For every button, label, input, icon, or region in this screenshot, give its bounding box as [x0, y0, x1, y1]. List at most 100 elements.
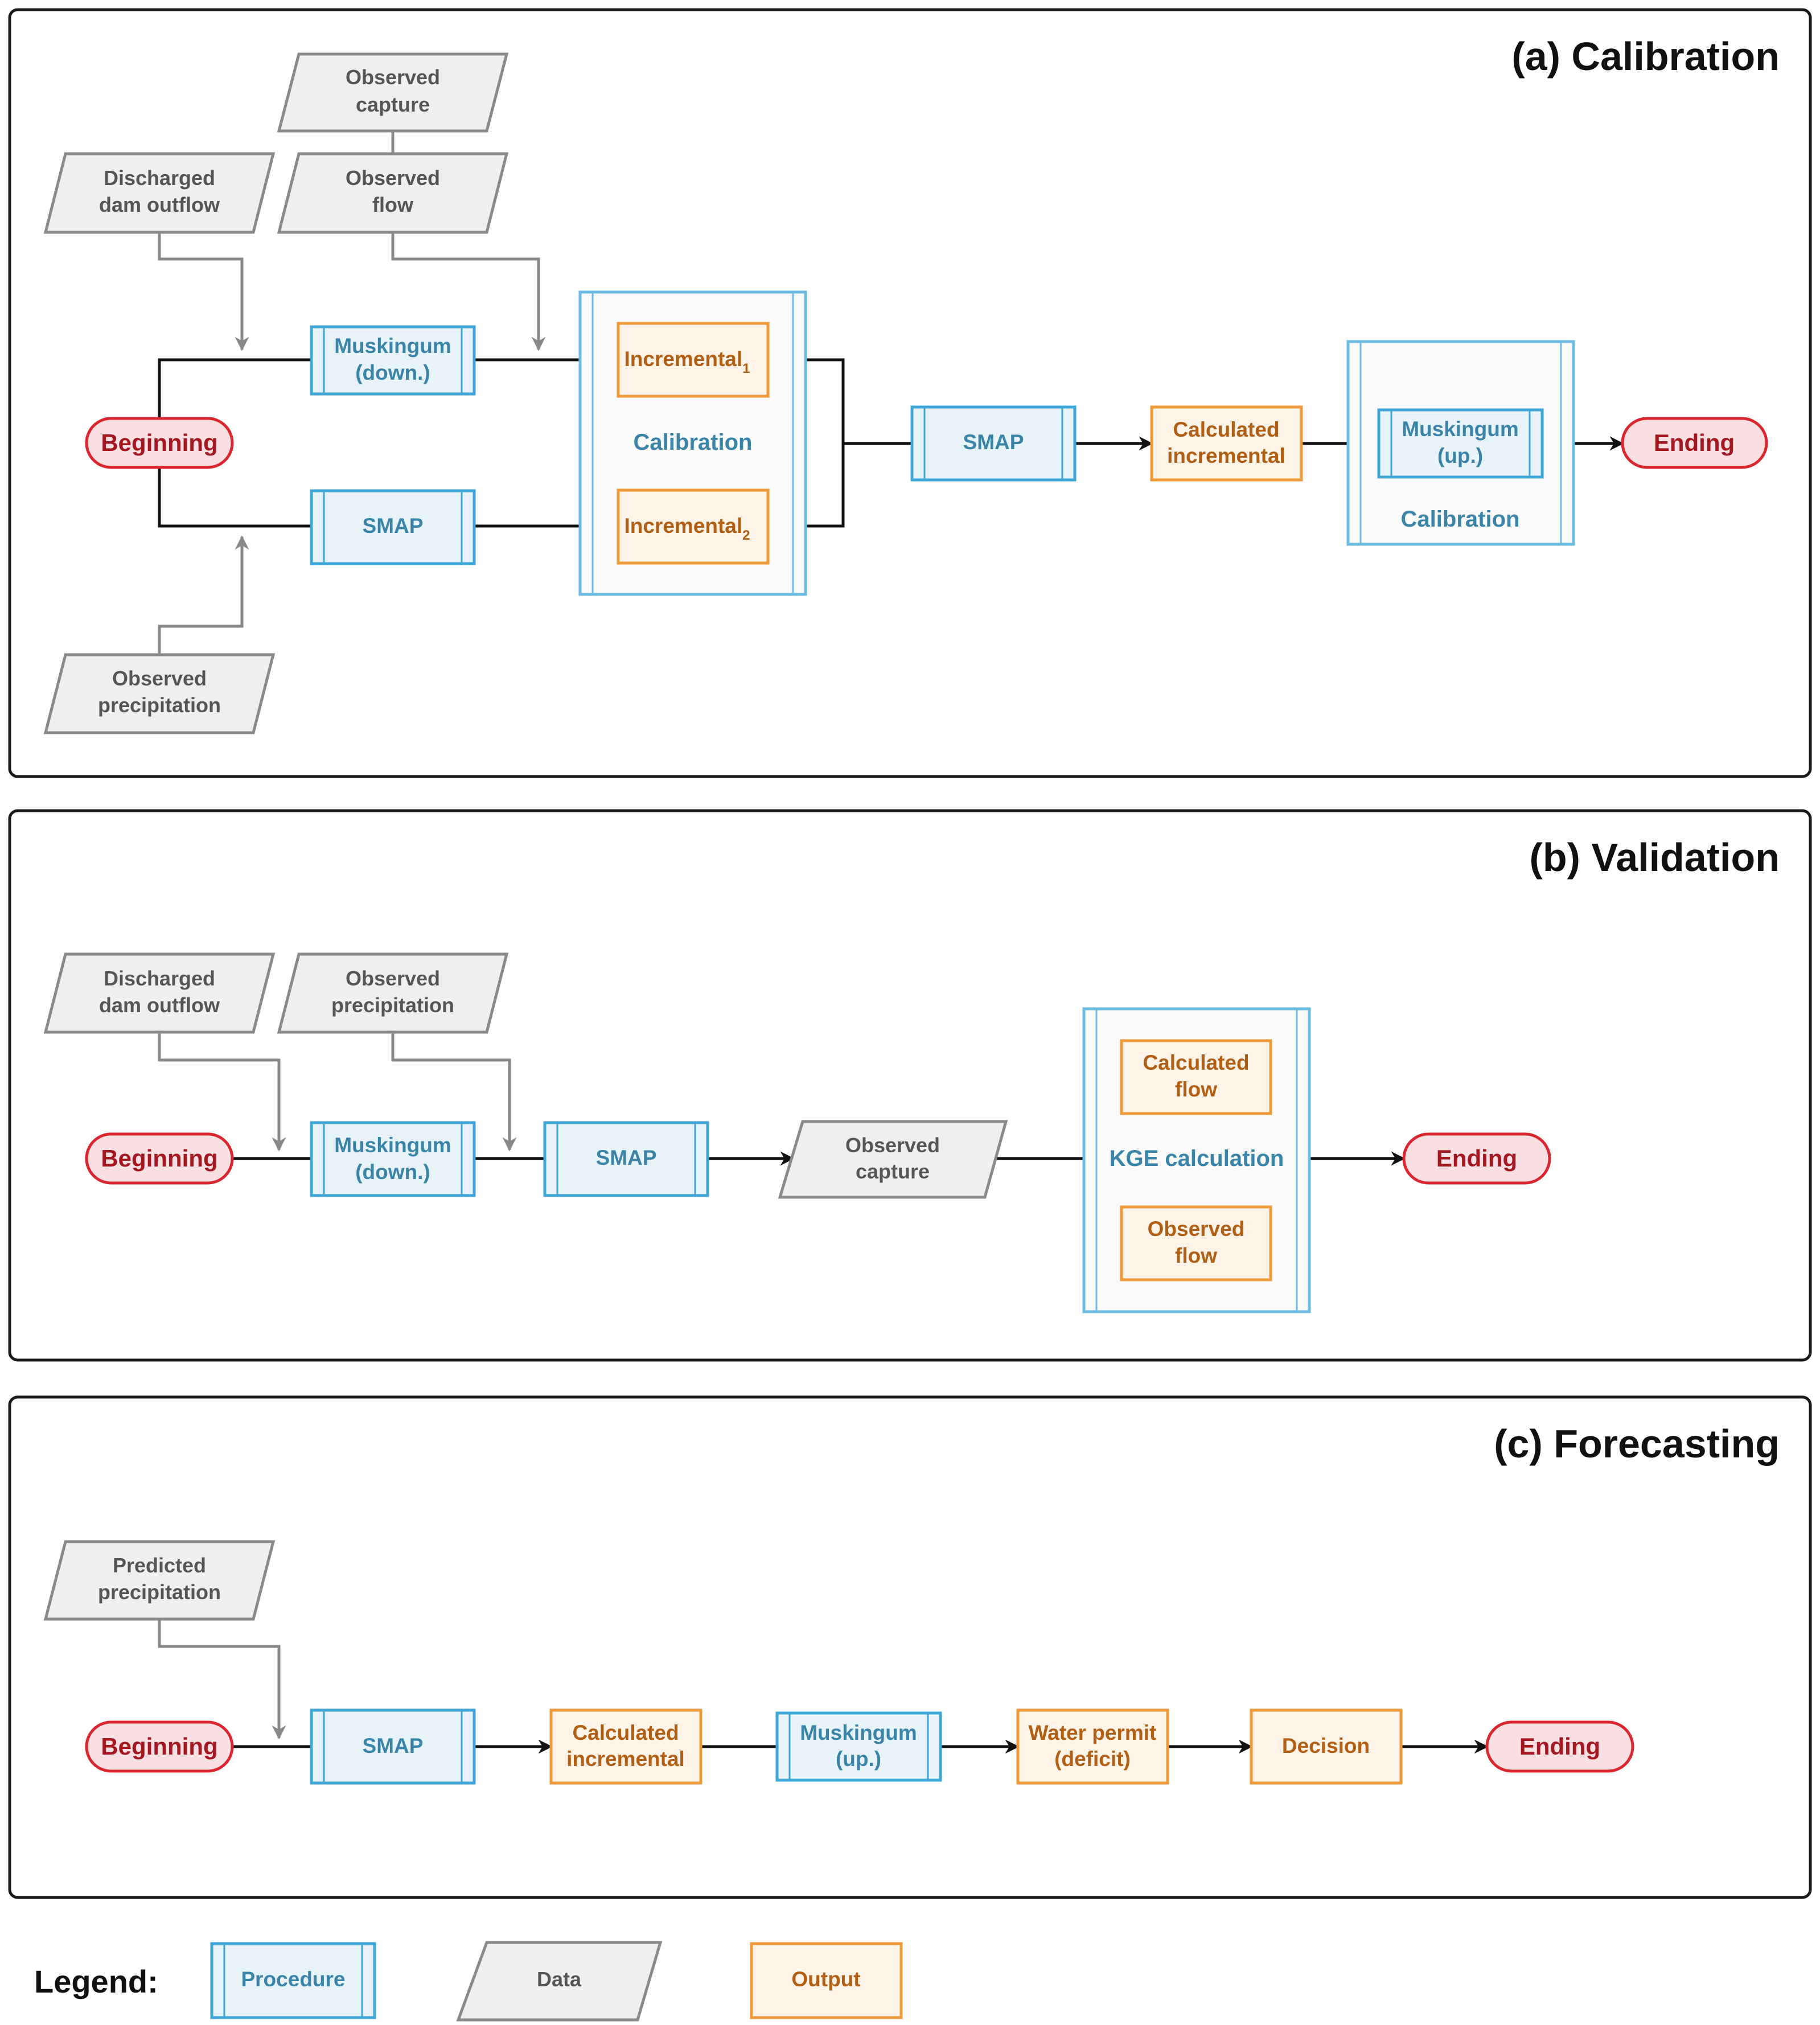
svg-text:incremental: incremental: [566, 1747, 685, 1771]
svg-text:SMAP: SMAP: [363, 1734, 424, 1757]
svg-text:Beginning: Beginning: [101, 1733, 217, 1760]
panel-c-title: (c) Forecasting: [1494, 1422, 1780, 1466]
svg-text:Calculated: Calculated: [572, 1721, 679, 1744]
flow-begin-muskingum: [158, 352, 327, 418]
legend-procedure: Procedure: [210, 1942, 376, 2019]
output-incremental-1: Incremental1: [617, 322, 770, 398]
procedure-muskingum-up-c: Muskingum (up.): [775, 1711, 942, 1782]
svg-text:(down.): (down.): [355, 1160, 430, 1184]
procedure-smap-2: SMAP: [910, 405, 1077, 482]
data-predicted-precipitation: Predicted precipitation: [43, 1540, 276, 1621]
kge-container: Calculated flow KGE calculation Observed…: [1082, 1007, 1311, 1313]
data-observed-capture-b: Observed capture: [778, 1120, 1008, 1199]
svg-text:Beginning: Beginning: [101, 1145, 217, 1172]
panel-validation: (b) Validation Discharged dam outflow Ob…: [8, 809, 1812, 1362]
data-observed-precipitation: Observed precipitation: [43, 653, 276, 734]
svg-text:(up.): (up.): [836, 1747, 881, 1771]
svg-text:Decision: Decision: [1282, 1734, 1370, 1757]
data-observed-precipitation-b: Observed precipitation: [277, 952, 509, 1034]
output-calculated-flow-b: Calculated flow: [1120, 1039, 1272, 1115]
svg-text:KGE calculation: KGE calculation: [1110, 1146, 1284, 1171]
svg-text:SMAP: SMAP: [596, 1146, 657, 1169]
data-discharged-outflow-b: Discharged dam outflow: [43, 952, 276, 1034]
legend-title: Legend:: [34, 1964, 158, 1999]
svg-text:Muskingum: Muskingum: [800, 1721, 917, 1744]
svg-text:(up.): (up.): [1437, 444, 1483, 467]
svg-text:Observed: Observed: [346, 967, 440, 990]
terminal-ending-b: Ending: [1402, 1132, 1551, 1185]
calibration-container-1: Calibration Incremental1 Incremental2: [578, 290, 807, 596]
calibration-container-2: Muskingum (up.) Calibration: [1346, 340, 1575, 546]
svg-text:precipitation: precipitation: [98, 1580, 221, 1604]
svg-text:Observed: Observed: [1148, 1217, 1245, 1241]
svg-text:flow: flow: [372, 193, 414, 216]
legend-output: Output: [750, 1942, 903, 2019]
output-calculated-incremental: Calculated incremental: [1150, 405, 1303, 482]
svg-text:Predicted: Predicted: [113, 1554, 206, 1577]
svg-text:Muskingum: Muskingum: [1402, 417, 1519, 441]
connector-precip-smap: [158, 535, 249, 655]
connector-discharged-muskingum-b: [158, 1032, 286, 1152]
svg-text:capture: capture: [856, 1160, 930, 1183]
procedure-smap-1: SMAP: [310, 489, 476, 565]
svg-text:flow: flow: [1175, 1078, 1217, 1101]
procedure-muskingum-up: Muskingum (up.): [1377, 408, 1544, 479]
svg-text:Data: Data: [537, 1968, 582, 1991]
data-observed-capture: Observed capture: [277, 52, 509, 133]
procedure-muskingum-down: Muskingum (down.): [310, 325, 476, 396]
terminal-beginning-b: Beginning: [85, 1132, 234, 1185]
svg-text:Observed: Observed: [845, 1133, 940, 1157]
svg-text:Ending: Ending: [1654, 429, 1735, 456]
panel-forecasting: (c) Forecasting Predicted precipitation …: [8, 1395, 1812, 1899]
svg-text:Incremental2: Incremental2: [624, 514, 750, 543]
legend: Legend: Procedure Data Output: [34, 1941, 903, 2022]
svg-text:precipitation: precipitation: [331, 993, 454, 1017]
output-calculated-incremental-c: Calculated incremental: [549, 1708, 702, 1785]
svg-text:flow: flow: [1175, 1244, 1217, 1267]
svg-text:dam outflow: dam outflow: [99, 193, 220, 216]
connector-predicted-smap-c: [158, 1619, 286, 1740]
svg-text:dam outflow: dam outflow: [99, 993, 220, 1017]
panel-a-title: (a) Calibration: [1511, 34, 1780, 79]
svg-text:Output: Output: [791, 1968, 860, 1991]
svg-text:Calculated: Calculated: [1173, 418, 1279, 441]
svg-text:Beginning: Beginning: [101, 429, 217, 456]
legend-data: Data: [456, 1941, 663, 2022]
procedure-smap-c: SMAP: [310, 1708, 476, 1785]
svg-text:precipitation: precipitation: [98, 693, 221, 717]
output-decision: Decision: [1250, 1708, 1403, 1785]
svg-text:SMAP: SMAP: [963, 430, 1024, 454]
terminal-beginning-c: Beginning: [85, 1720, 234, 1773]
procedure-smap-b: SMAP: [543, 1121, 709, 1197]
flow-begin-smap: [158, 467, 327, 533]
svg-text:incremental: incremental: [1167, 444, 1285, 467]
svg-text:Ending: Ending: [1519, 1733, 1600, 1760]
panel-b-frame: [8, 809, 1812, 1362]
svg-text:Observed: Observed: [346, 65, 440, 89]
connector-flow-calibration: [391, 232, 546, 351]
svg-text:Discharged: Discharged: [104, 967, 215, 990]
connector-precip-smap-b: [391, 1032, 517, 1152]
data-discharged-outflow: Discharged dam outflow: [43, 152, 276, 234]
svg-text:Incremental1: Incremental1: [624, 347, 750, 376]
svg-text:Ending: Ending: [1436, 1145, 1517, 1172]
svg-text:(deficit): (deficit): [1054, 1747, 1131, 1771]
svg-text:Water permit: Water permit: [1029, 1721, 1157, 1744]
panel-b-title: (b) Validation: [1530, 835, 1780, 880]
terminal-ending: Ending: [1621, 417, 1768, 469]
svg-text:Observed: Observed: [112, 667, 207, 690]
svg-text:(down.): (down.): [355, 361, 430, 384]
output-observed-flow-b: Observed flow: [1120, 1205, 1272, 1281]
svg-text:Calibration: Calibration: [1401, 507, 1520, 532]
output-water-permit: Water permit (deficit): [1016, 1708, 1169, 1785]
svg-text:Muskingum: Muskingum: [334, 334, 451, 358]
data-observed-flow: Observed flow: [277, 152, 509, 234]
svg-text:SMAP: SMAP: [363, 514, 424, 537]
procedure-muskingum-down-b: Muskingum (down.): [310, 1121, 476, 1197]
terminal-beginning: Beginning: [85, 417, 234, 469]
connector-discharged-muskingum: [158, 232, 249, 351]
output-incremental-2: Incremental2: [617, 488, 770, 565]
svg-text:Muskingum: Muskingum: [334, 1133, 451, 1157]
svg-text:Calculated: Calculated: [1143, 1051, 1249, 1074]
